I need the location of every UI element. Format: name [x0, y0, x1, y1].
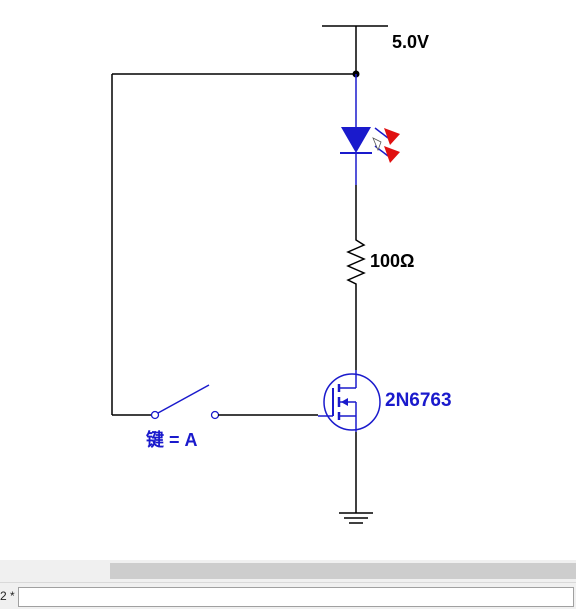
transistor-label: 2N6763 — [385, 390, 452, 411]
horizontal-scrollbar[interactable] — [0, 560, 576, 582]
switch-label: 键 = A — [145, 429, 198, 450]
resistor[interactable] — [346, 236, 366, 290]
sheet-tab-area[interactable] — [18, 587, 574, 607]
led[interactable] — [340, 74, 372, 185]
mosfet-transistor[interactable] — [318, 370, 381, 432]
dc-power-source[interactable] — [322, 25, 388, 74]
led-light-arrows-icon — [372, 127, 400, 163]
ground-icon[interactable] — [339, 512, 373, 524]
scrollbar-track[interactable] — [0, 560, 110, 582]
scrollbar-thumb[interactable] — [110, 563, 576, 579]
schematic-canvas[interactable]: 5.0V 100Ω — [0, 0, 576, 560]
toggle-switch[interactable] — [150, 384, 220, 420]
feedback-wire[interactable] — [111, 73, 356, 416]
sheet-tab[interactable]: 2 * — [0, 589, 15, 603]
status-bar: 2 * — [0, 582, 576, 609]
supply-label: 5.0V — [392, 32, 429, 52]
resistor-label: 100Ω — [370, 251, 414, 271]
